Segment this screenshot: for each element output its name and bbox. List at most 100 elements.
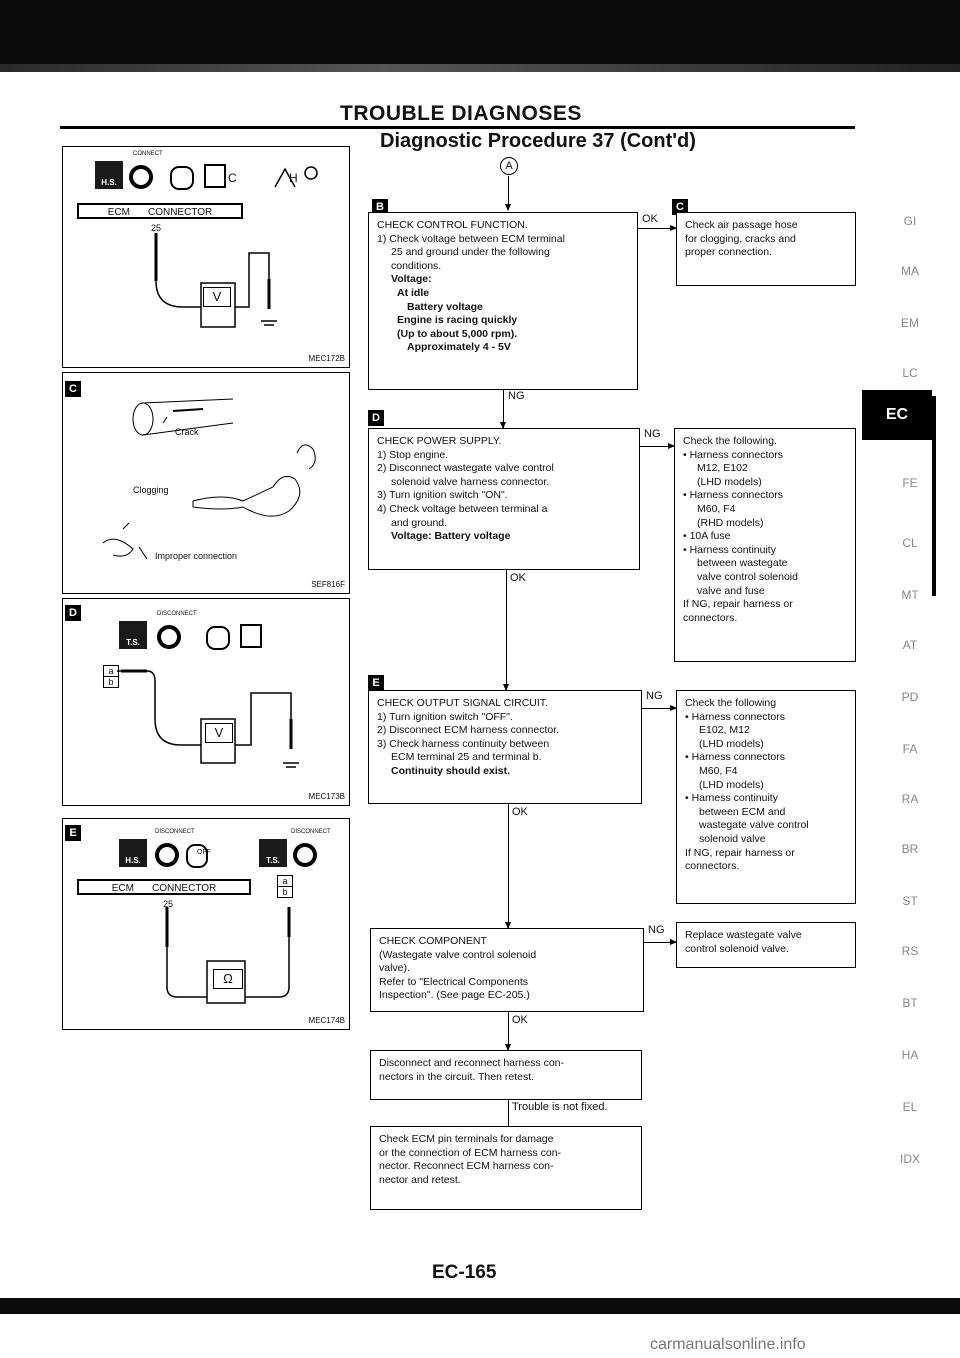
step-d-ng-box: Check the following. • Harness connector…: [674, 428, 856, 662]
panel-tag-d: D: [65, 605, 81, 621]
disconnect-label: DISCONNECT: [155, 829, 195, 835]
tab-edge-mark: [932, 396, 936, 596]
connector-line: [503, 570, 509, 691]
connect-label: CONNECT: [133, 151, 163, 157]
section-tab-lc[interactable]: LC: [902, 366, 918, 380]
component-box: CHECK COMPONENT (Wastegate valve control…: [370, 928, 644, 1012]
panel-d-power-supply: D T.S. DISCONNECT a b V MEC173B: [62, 598, 350, 806]
final-box: Check ECM pin terminals for damage or th…: [370, 1126, 642, 1210]
section-tab-mt[interactable]: MT: [901, 588, 919, 602]
section-tab-fa[interactable]: FA: [902, 742, 918, 756]
connector-line: [505, 176, 511, 211]
disconnect-box: Disconnect and reconnect harness con- ne…: [370, 1050, 642, 1100]
section-tab-br[interactable]: BR: [901, 842, 919, 856]
panel-c-air-hose: C Crack Clogging Improper connection SEF…: [62, 372, 350, 594]
figure-code: MEC172B: [308, 354, 345, 363]
off-label: OFF: [197, 849, 211, 856]
section-tab-em[interactable]: EM: [901, 316, 919, 330]
figure-code: MEC174B: [308, 1016, 345, 1025]
section-tab-el[interactable]: EL: [902, 1100, 918, 1114]
voltmeter: V: [205, 723, 233, 743]
flow-label-ok: OK: [512, 1014, 528, 1026]
section-tab-cl[interactable]: CL: [902, 536, 918, 550]
step-e-box: CHECK OUTPUT SIGNAL CIRCUIT. 1) Turn ign…: [368, 690, 642, 804]
pin-label: 25: [163, 899, 174, 909]
disconnect-label: DISCONNECT: [157, 611, 197, 617]
connect-ignition-icon: [129, 164, 318, 190]
page-subtitle: Diagnostic Procedure 37 (Cont'd): [380, 130, 696, 152]
pin-label: 25: [151, 223, 162, 233]
ohmmeter-wiring: [165, 907, 291, 1004]
flow-label-ng: NG: [646, 690, 663, 702]
flow-label-ng: NG: [648, 924, 665, 936]
step-c-box: Check air passage hose for clogging, cra…: [676, 212, 856, 286]
section-tab-st[interactable]: ST: [902, 894, 918, 908]
flow-label-not-fixed: Trouble is not fixed.: [512, 1101, 608, 1113]
arrow-ng: [640, 443, 675, 449]
step-tag-c: C: [672, 199, 688, 215]
voltmeter: V: [203, 287, 231, 307]
section-tab-at[interactable]: AT: [902, 638, 918, 652]
section-tab-ha[interactable]: HA: [901, 1048, 919, 1062]
clogging-label: Clogging: [133, 485, 169, 495]
panel-tag-c: C: [65, 381, 81, 397]
voltmeter-wiring: [154, 233, 277, 328]
section-tab-gi[interactable]: GI: [903, 214, 917, 228]
watermark: carmanualsonline.info: [650, 1336, 806, 1353]
section-tab-bt[interactable]: BT: [902, 996, 918, 1010]
component-ng-box: Replace wastegate valve control solenoid…: [676, 922, 856, 968]
terminal-ab: a b: [103, 665, 119, 688]
disconnect-ignition-icon: [157, 624, 262, 650]
disconnect-label: DISCONNECT: [291, 829, 331, 835]
section-tab-fe[interactable]: FE: [902, 476, 918, 490]
flow-label-ng: NG: [508, 390, 525, 402]
ts-icon: T.S.: [259, 839, 287, 867]
figure-code: SEF816F: [311, 580, 345, 589]
page-title: TROUBLE DIAGNOSES: [340, 102, 582, 125]
section-tab-idx[interactable]: IDX: [899, 1152, 920, 1166]
terminal-ab: a b: [277, 875, 293, 898]
ohmmeter: Ω: [213, 969, 243, 989]
bottom-scan-bar: [0, 1298, 960, 1314]
flow-label-ok: OK: [510, 572, 526, 584]
connector-line: [505, 1012, 511, 1051]
step-d-box: CHECK POWER SUPPLY. 1) Stop engine. 2) D…: [368, 428, 640, 570]
panel-e-continuity: E H.S. DISCONNECT OFF T.S. DISCONNECT EC…: [62, 818, 350, 1030]
entry-marker: A: [500, 157, 518, 175]
top-scan-bar: [0, 0, 960, 72]
section-tab-rs[interactable]: RS: [901, 944, 919, 958]
step-b-box: CHECK CONTROL FUNCTION. 1) Check voltage…: [368, 212, 638, 390]
connector-line: [500, 390, 506, 429]
disconnect-icon: [155, 843, 208, 868]
figure-code: MEC173B: [308, 792, 345, 801]
voltmeter-wiring: [117, 669, 299, 768]
h-letter: H: [289, 171, 298, 185]
arrow-ng: [642, 705, 677, 711]
flow-label-ok: OK: [642, 213, 658, 225]
section-tab-ma[interactable]: MA: [901, 264, 919, 278]
improper-connection-label: Improper connection: [155, 551, 238, 561]
hs-icon: H.S.: [119, 839, 147, 867]
hose-illustration: [102, 398, 316, 560]
flow-label-ok: OK: [512, 806, 528, 818]
connector-line: [505, 804, 511, 929]
ts-icon: T.S.: [119, 621, 147, 649]
panel-tag-e: E: [65, 825, 81, 841]
hs-icon: H.S.: [95, 161, 123, 189]
step-e-ng-box: Check the following • Harness connectors…: [676, 690, 856, 904]
section-tab-ra[interactable]: RA: [901, 792, 919, 806]
arrow-ng: [644, 939, 677, 945]
title-rule: [60, 126, 855, 129]
step-tag-d: D: [368, 410, 384, 426]
crack-label: Crack: [175, 427, 199, 437]
flow-label-ng: NG: [644, 428, 661, 440]
c-letter: C: [228, 171, 237, 185]
page-number: EC-165: [432, 1262, 497, 1283]
section-tab-pd[interactable]: PD: [901, 690, 919, 704]
arrow-ok: [638, 225, 677, 231]
section-tab-ec-active[interactable]: EC: [862, 390, 932, 440]
connector-icon: [293, 843, 317, 867]
